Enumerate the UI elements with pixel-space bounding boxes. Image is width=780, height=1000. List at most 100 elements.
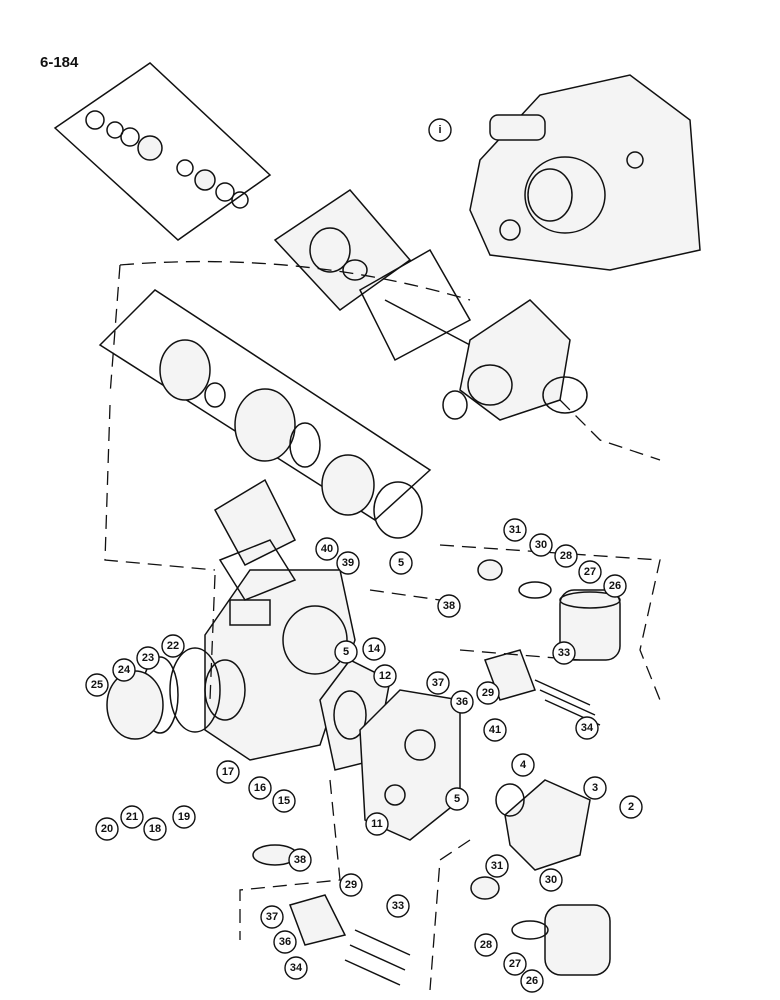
callout-circle — [216, 760, 240, 784]
callout-label: 16 — [254, 782, 266, 794]
callout-label: 30 — [545, 874, 557, 886]
callout-label: 15 — [278, 795, 290, 807]
callout-circle — [511, 753, 535, 777]
callout-label: 3 — [592, 782, 598, 794]
callout-label: 31 — [509, 524, 521, 536]
callout-label: 34 — [581, 722, 594, 734]
callout-label: 36 — [456, 696, 468, 708]
callout-circle — [365, 812, 389, 836]
callout-25: 25 — [85, 673, 109, 697]
callout-31: 31 — [503, 518, 527, 542]
callout-circle — [260, 905, 284, 929]
callout-16: 16 — [248, 776, 272, 800]
callout-circle — [539, 868, 563, 892]
callout-circle — [503, 952, 527, 976]
callout-31: 31 — [485, 854, 509, 878]
callout-i: i — [428, 118, 452, 142]
callout-23: 23 — [136, 646, 160, 670]
rotating-group-inset — [98, 289, 432, 539]
callout-33: 33 — [552, 641, 576, 665]
callout-circle — [552, 641, 576, 665]
callout-40: 40 — [315, 537, 339, 561]
callout-37: 37 — [426, 671, 450, 695]
callout-36: 36 — [273, 930, 297, 954]
callout-20: 20 — [95, 817, 119, 841]
callout-label: 14 — [368, 643, 381, 655]
callout-circle — [603, 574, 627, 598]
callout-29: 29 — [476, 681, 500, 705]
callout-circle — [273, 930, 297, 954]
callout-circle — [426, 671, 450, 695]
callout-label: 2 — [628, 801, 634, 813]
callout-label: 21 — [126, 811, 138, 823]
callout-26: 26 — [520, 969, 544, 993]
page-number: 6-184 — [40, 54, 79, 71]
callout-label: 33 — [392, 900, 404, 912]
callout-label: 17 — [222, 766, 234, 778]
callout-circle — [578, 560, 602, 584]
relief-valve-upper — [484, 649, 601, 726]
callout-34: 34 — [575, 716, 599, 740]
callout-label: 5 — [454, 793, 460, 805]
callout-circle — [95, 817, 119, 841]
callout-circle — [373, 664, 397, 688]
callout-28: 28 — [554, 544, 578, 568]
callout-circle — [483, 718, 507, 742]
callout-label: 41 — [489, 724, 501, 736]
callout-30: 30 — [529, 533, 553, 557]
callout-label: 40 — [321, 543, 333, 555]
cover-plate — [273, 189, 412, 311]
callout-circle — [554, 544, 578, 568]
callout-label: i — [438, 124, 441, 136]
callout-36: 36 — [450, 690, 474, 714]
callout-label: 20 — [101, 823, 113, 835]
callout-circle — [476, 681, 500, 705]
callout-circle — [445, 787, 469, 811]
seal-kit-inset — [53, 62, 272, 241]
callout-label: 31 — [491, 860, 503, 872]
gear-pump — [495, 779, 591, 871]
callout-label: 37 — [266, 911, 278, 923]
callout-label: 37 — [432, 677, 444, 689]
callout-label: 4 — [520, 759, 527, 771]
callout-circle — [450, 690, 474, 714]
callout-label: 28 — [480, 939, 492, 951]
callout-label: 33 — [558, 647, 570, 659]
callout-circle — [529, 533, 553, 557]
callout-circle — [248, 776, 272, 800]
callout-circle — [143, 817, 167, 841]
callout-37: 37 — [260, 905, 284, 929]
callout-label: 22 — [167, 640, 179, 652]
callout-label: 29 — [482, 687, 494, 699]
callout-19: 19 — [172, 805, 196, 829]
callout-28: 28 — [474, 933, 498, 957]
callout-38: 38 — [288, 848, 312, 872]
callout-circle — [386, 894, 410, 918]
callout-circle — [339, 873, 363, 897]
callout-14: 14 — [362, 637, 386, 661]
callout-label: 27 — [509, 958, 521, 970]
callout-circle — [334, 640, 358, 664]
callout-circle — [428, 118, 452, 142]
callout-circle — [362, 637, 386, 661]
shaft-swashplate — [384, 299, 588, 421]
callout-26: 26 — [603, 574, 627, 598]
filter-assembly-upper — [477, 559, 621, 661]
callout-label: 24 — [118, 664, 131, 676]
callout-2: 2 — [619, 795, 643, 819]
callout-label: 26 — [526, 975, 538, 987]
callout-label: 28 — [560, 550, 572, 562]
callout-label: 26 — [609, 580, 621, 592]
callout-circle — [474, 933, 498, 957]
callout-circle — [85, 673, 109, 697]
callout-label: 36 — [279, 936, 291, 948]
callout-circle — [288, 848, 312, 872]
callout-label: 29 — [345, 879, 357, 891]
callout-circle — [136, 646, 160, 670]
callout-circle — [389, 551, 413, 575]
callout-circle — [437, 594, 461, 618]
callout-24: 24 — [112, 658, 136, 682]
callout-3: 3 — [583, 776, 607, 800]
callout-circle — [520, 969, 544, 993]
